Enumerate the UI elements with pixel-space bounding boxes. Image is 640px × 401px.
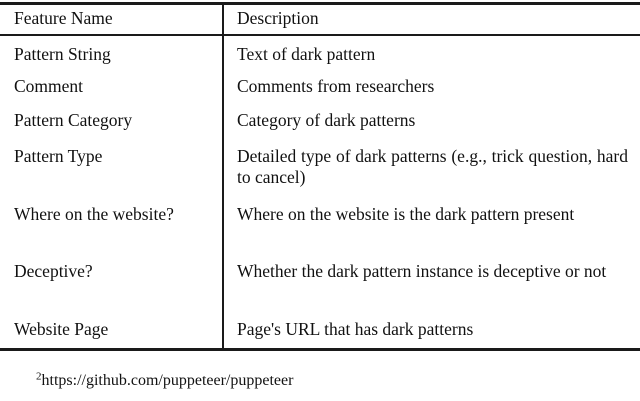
table-row-description: Comments from researchers	[237, 76, 435, 96]
table-row-description: Page's URL that has dark patterns	[237, 319, 474, 339]
table-row-feature: Pattern String	[14, 44, 111, 64]
footnote: 2https://github.com/puppeteer/puppeteer	[36, 371, 293, 391]
footnote-marker: 2	[36, 370, 42, 383]
table-row-feature: Comment	[14, 76, 84, 96]
table-row-feature: Where on the website?	[14, 204, 174, 224]
table-row-feature: Deceptive?	[14, 261, 93, 281]
table-row-feature: Website Page	[14, 319, 109, 339]
footnote-url: https://github.com/puppeteer/puppeteer	[41, 372, 294, 389]
table-row-description: Whether the dark pattern instance is dec…	[237, 261, 607, 281]
table-row-description: Category of dark patterns	[237, 110, 416, 130]
column-header-feature-name: Feature Name	[14, 8, 113, 28]
table-bottom-rule	[0, 348, 640, 351]
table-row-description: Where on the website is the dark pattern…	[237, 204, 575, 224]
feature-description-table: Feature Name Description Pattern String …	[0, 2, 640, 351]
table-top-rule	[0, 2, 640, 5]
column-header-description: Description	[237, 8, 319, 28]
table-row-feature: Pattern Type	[14, 146, 103, 166]
table-row-feature: Pattern Category	[14, 110, 133, 130]
table-column-divider	[222, 4, 224, 349]
table-row-description: Text of dark pattern	[237, 44, 376, 64]
table-header-rule	[0, 34, 640, 36]
table-row-description: Detailed type of dark patterns (e.g., tr…	[237, 146, 628, 187]
